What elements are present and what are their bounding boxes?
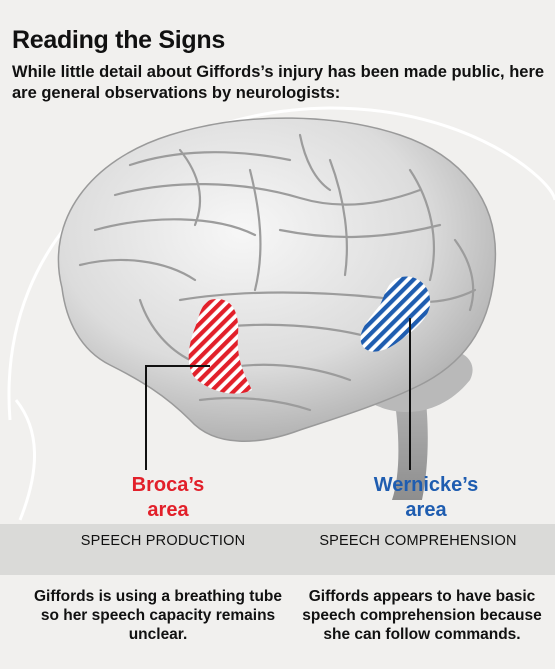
wernicke-area-label: Wernicke’s area: [346, 473, 506, 523]
head-outline: [7, 106, 555, 421]
broca-label-line1: Broca’s: [131, 474, 205, 496]
category-band: [0, 524, 555, 575]
speech-production-category: SPEECH PRODUCTION: [80, 533, 246, 549]
page-subtitle: While little detail about Giffords’s inj…: [12, 63, 545, 102]
wernicke-label-line1: Wernicke’s: [373, 474, 479, 496]
broca-label-line2: area: [147, 499, 189, 521]
brain-body: [57, 117, 497, 442]
page-title: Reading the Signs: [12, 26, 225, 54]
wernicke-note: Giffords appears to have basic speech co…: [302, 588, 542, 643]
broca-leader-line: [145, 365, 210, 470]
speech-comprehension-category: SPEECH COMPREHENSION: [319, 533, 517, 549]
wernicke-label-line2: area: [405, 499, 447, 521]
wernicke-area-marker: [360, 276, 431, 352]
broca-note: Giffords is using a breathing tube so he…: [33, 588, 282, 643]
broca-area-marker: [188, 299, 252, 394]
broca-area-label: Broca’s area: [98, 473, 238, 523]
